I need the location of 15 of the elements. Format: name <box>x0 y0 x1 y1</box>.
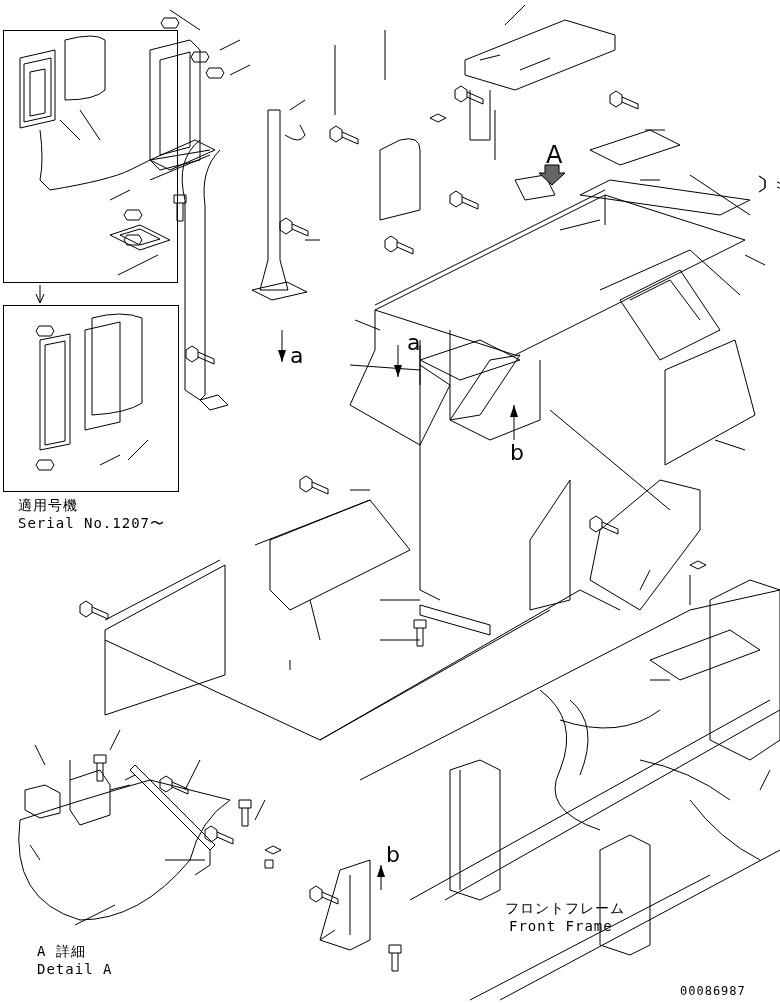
caption-text: 適用号機 <box>18 497 78 514</box>
view-label: a <box>290 343 305 369</box>
drawing-number: 00086987 <box>680 985 746 999</box>
view-label: b <box>386 842 401 868</box>
detail-title: A 詳細 <box>37 943 86 960</box>
inset-frame <box>3 305 179 492</box>
view-label: a <box>407 330 422 356</box>
detail-title: Detail A <box>37 961 113 978</box>
arrow <box>35 284 45 304</box>
part-name: フロントフレーム <box>505 900 625 917</box>
part-name: Front Frame <box>509 918 613 935</box>
caption-text: Serial No.1207〜 <box>18 515 165 532</box>
inset-frame <box>3 30 178 283</box>
view-label: b <box>510 440 525 466</box>
view-label: A <box>546 142 564 170</box>
